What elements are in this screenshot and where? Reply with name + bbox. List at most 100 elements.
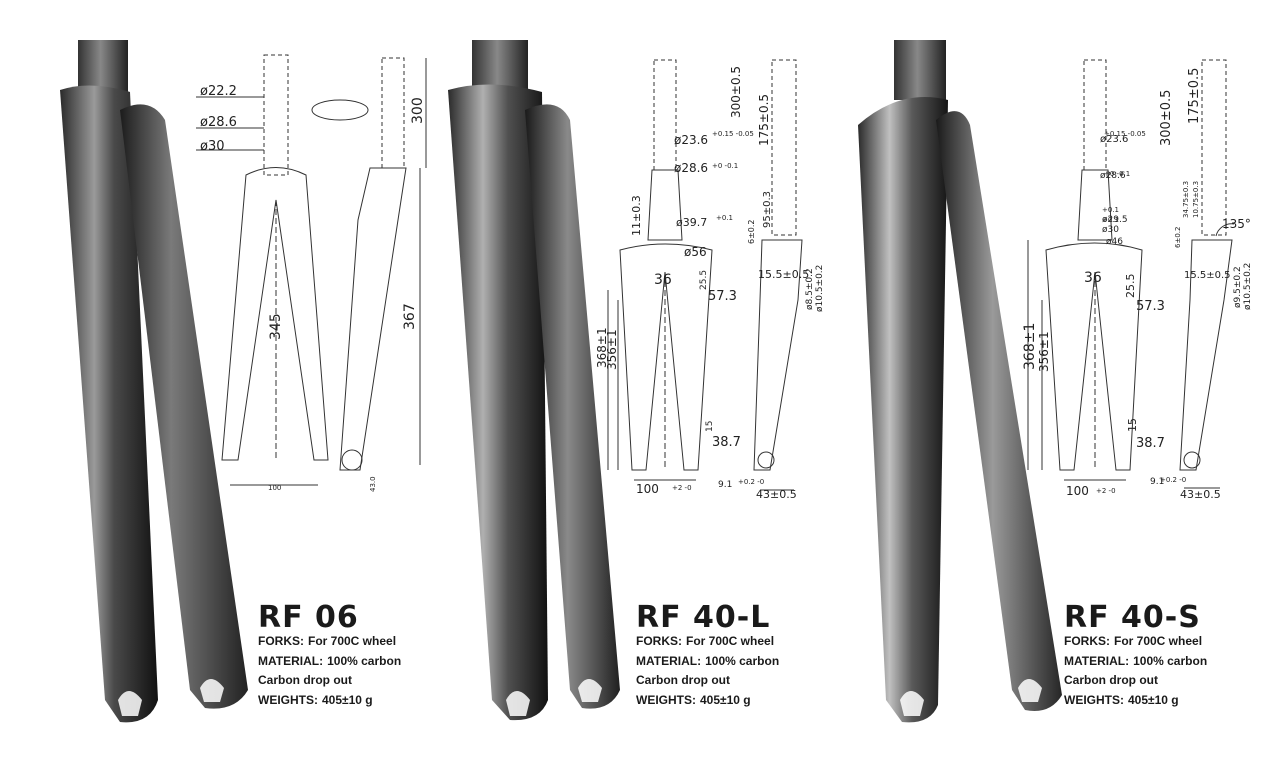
spec-row-material: MATERIAL:100% carbon: [1064, 653, 1208, 668]
product-title: RF 06: [258, 600, 359, 635]
rf06-fork-render: ø22.2 ø28.6 ø30 345 100 300 367 43.0: [60, 40, 427, 723]
product-title: RF 40-L: [636, 600, 771, 635]
rf06-side-drawing: [339, 57, 427, 471]
rf40s-d1-tolerance: +0.15 -0.05: [1104, 130, 1146, 138]
rf40l-d1-tolerance: +0.15 -0.05: [712, 130, 754, 138]
rf40l-dim-d1: ø23.6: [674, 133, 708, 147]
rf40s-dim-bear2: 15.5±0.5: [1184, 270, 1231, 281]
rf40s-dim-len1: 368±1: [1022, 323, 1038, 370]
spec-row-forks: FORKS:For 700C wheel: [636, 634, 775, 648]
rf40l-dim-bladew: 57.3: [708, 289, 737, 304]
product-panel-rf40s: ø23.6 ø28.6 ø29.5 ø30 ø46 36 368±1 356±1…: [850, 0, 1280, 780]
left-dropout: [506, 691, 530, 716]
right-dropout: [1018, 679, 1042, 702]
rf40l-dim-spacing: 100: [636, 482, 659, 496]
rf40s-dim-tube2: ø10.5±0.2: [1243, 263, 1253, 310]
rf40s-dim-steer2: 175±0.5: [1187, 68, 1202, 124]
rf40l-dim-steer1: 300±0.5: [729, 66, 743, 118]
rf40s-dim-offset: 43±0.5: [1180, 488, 1221, 501]
rf40l-dim-steer3: 95±0.3: [762, 191, 773, 228]
rf40s-d2-tolerance: +0 -0.1: [1104, 170, 1131, 178]
left-blade: [448, 84, 548, 721]
spec-row-forks: FORKS:For 700C wheel: [1064, 634, 1203, 648]
right-blade: [936, 111, 1062, 712]
rf40s-dim-bear1: 6±0.2: [1174, 227, 1182, 248]
rf06-front-drawing: [196, 54, 369, 486]
rf40s-dim-tipw: 38.7: [1136, 436, 1165, 451]
spec-row-weights: WEIGHTS:405±10 g: [636, 692, 751, 707]
rf40s-dim-tiph: 15: [1126, 418, 1139, 432]
rf40l-spacing-tolerance: +2 -0: [672, 484, 692, 492]
rf40l-dim-bladeh: 25.5: [699, 270, 709, 290]
left-blade: [858, 97, 948, 723]
left-dropout: [900, 691, 924, 716]
spec-row-forks: FORKS:For 700C wheel: [258, 634, 397, 648]
spec-row-dropout: Carbon drop out: [636, 673, 730, 687]
rf40l-front-drawing: [607, 59, 713, 481]
right-blade: [120, 104, 248, 709]
rf40l-dim-d3: ø39.7: [676, 216, 707, 229]
rf40s-dim-steer4: 10.75±0.3: [1192, 181, 1200, 218]
rf40s-dim-steer1: 300±0.5: [1159, 90, 1174, 146]
right-blade: [525, 104, 620, 709]
rf06-dim-d2: ø28.6: [200, 115, 237, 130]
product-title: RF 40-S: [1064, 600, 1201, 635]
rf40l-dim-h1: 11±0.3: [630, 195, 643, 236]
spec-row-material: MATERIAL:100% carbon: [258, 653, 402, 668]
rf06-dim-offset: 43.0: [369, 476, 377, 492]
rf40s-dim-d1: ø23.6: [1100, 134, 1128, 145]
rf06-dim-d3: ø30: [200, 139, 225, 154]
rf40l-dim-steer2: 175±0.5: [757, 94, 771, 146]
rf40s-dim-d2: ø28.6: [1100, 171, 1126, 181]
product-panel-rf40l: ø23.6 ø28.6 ø39.7 ø56 36 11±0.3 368±1 35…: [430, 0, 850, 780]
spec-row-dropout: Carbon drop out: [258, 673, 352, 687]
product-specs: FORKS:For 700C wheel MATERIAL:100% carbo…: [258, 632, 401, 710]
rf40l-d3-tolerance: +0.1: [716, 214, 733, 222]
left-dropout: [118, 691, 142, 716]
rf40l-side-drawing: [753, 59, 803, 491]
product-specs: FORKS:For 700C wheel MATERIAL:100% carbo…: [636, 632, 779, 710]
rf40l-dim-tipw: 38.7: [712, 435, 741, 450]
rf40l-dim-d2: ø28.6: [674, 161, 708, 175]
rf40l-dim-tube2: ø10.5±0.2: [815, 265, 825, 312]
rf40s-d4-tolerance: +0.1: [1102, 216, 1119, 224]
rf40s-spacing-tolerance: +2 -0: [1096, 487, 1116, 495]
rf40l-dim-len1: 368±1: [595, 327, 609, 368]
spec-row-weights: WEIGHTS:405±10 g: [258, 692, 373, 707]
rf40s-side-drawing: [1179, 59, 1235, 489]
spec-row-material: MATERIAL:100% carbon: [636, 653, 780, 668]
rf40l-dim-tube1: ø8.5±0.2: [805, 268, 815, 310]
rf06-dim-d1: ø22.2: [200, 84, 237, 99]
rf40l-fork-render: ø23.6 ø28.6 ø39.7 ø56 36 11±0.3 368±1 35…: [448, 40, 825, 721]
rf40s-fork-render: ø23.6 ø28.6 ø29.5 ø30 ø46 36 368±1 356±1…: [858, 40, 1253, 723]
rf40s-front-drawing: [1027, 59, 1143, 481]
rf40s-dim-d3: ø29.5: [1102, 215, 1128, 225]
rf06-dim-axle: 367: [402, 303, 418, 330]
rf40s-dim-crown: ø46: [1106, 237, 1123, 247]
rf40s-dim-dropout: 9.1: [1150, 477, 1164, 487]
rf40s-dim-crownwidth: 36: [1084, 270, 1102, 286]
rf40l-dim-bear1: 6±0.2: [747, 219, 756, 244]
left-blade: [60, 85, 158, 723]
rf40l-dim-crownwidth: 36: [654, 272, 672, 288]
right-dropout: [578, 679, 602, 702]
product-specs: FORKS:For 700C wheel MATERIAL:100% carbo…: [1064, 632, 1207, 710]
rf06-dim-steerer: 300: [410, 97, 426, 124]
right-dropout: [200, 679, 224, 702]
rf40s-dim-spacing: 100: [1066, 484, 1089, 498]
rf40s-dim-tube1: ø9.5±0.2: [1233, 266, 1243, 308]
rf40l-dim-len2: 356±1: [605, 329, 619, 370]
rf40l-dim-bear2: 15.5±0.5: [758, 268, 809, 281]
rf40l-d2-tolerance: +0 -0.1: [712, 162, 739, 170]
rf40l-dim-offset: 43±0.5: [756, 488, 797, 501]
rf40s-dim-angle: 135°: [1222, 217, 1251, 231]
rf40s-dim-d4: ø30: [1102, 225, 1119, 235]
product-panel-rf06: ø22.2 ø28.6 ø30 345 100 300 367 43.0 RF …: [0, 0, 430, 780]
rf40s-d3-tolerance: +0.1: [1102, 206, 1119, 214]
spec-row-weights: WEIGHTS:405±10 g: [1064, 692, 1179, 707]
rf40l-dim-crown: ø56: [684, 245, 707, 259]
steerer-tube: [894, 40, 946, 100]
rf06-dim-spacing: 100: [268, 484, 281, 492]
rf40s-dim-bladew: 57.3: [1136, 299, 1165, 314]
rf40l-dim-tiph: 15: [705, 421, 715, 432]
